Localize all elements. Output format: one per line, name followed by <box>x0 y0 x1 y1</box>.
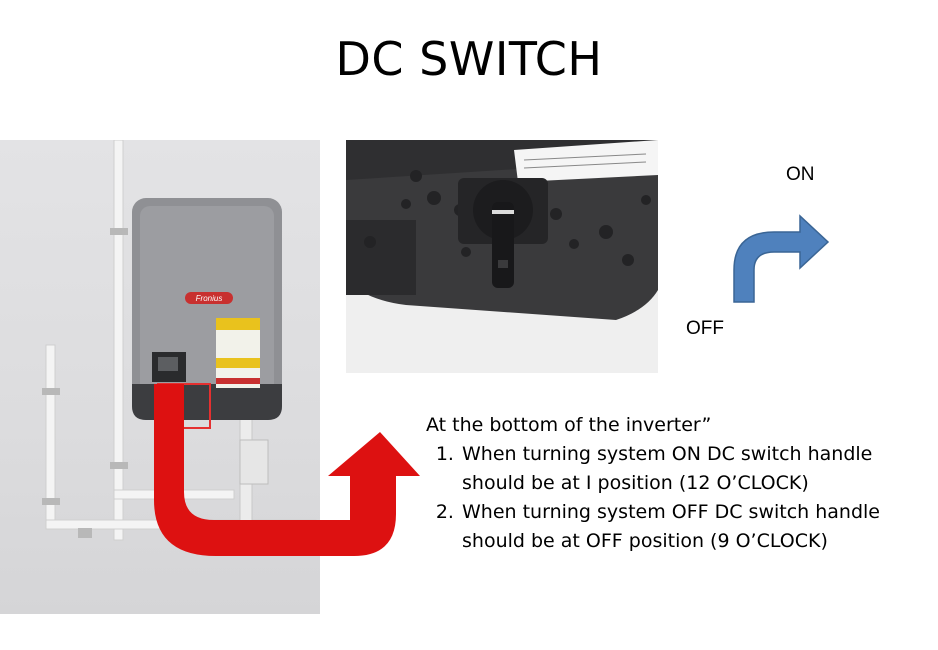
curved-arrow-right-up-icon <box>154 384 420 556</box>
dc-switch-closeup-photo <box>346 140 658 373</box>
instruction-item-off: When turning system OFF DC switch handle… <box>460 498 906 556</box>
dc-switch-illustration <box>346 140 658 373</box>
on-label: ON <box>786 164 815 185</box>
off-label: OFF <box>686 318 724 339</box>
instructions-list: When turning system ON DC switch handle … <box>426 440 906 556</box>
curved-arrow-up-right-icon <box>733 214 830 303</box>
instructions-intro: At the bottom of the inverter” <box>426 414 712 436</box>
slide-title: DC SWITCH <box>335 32 603 86</box>
instructions-block: At the bottom of the inverter” When turn… <box>426 411 906 556</box>
instruction-item-on: When turning system ON DC switch handle … <box>460 440 906 498</box>
brand-label: Fronius <box>196 294 223 303</box>
